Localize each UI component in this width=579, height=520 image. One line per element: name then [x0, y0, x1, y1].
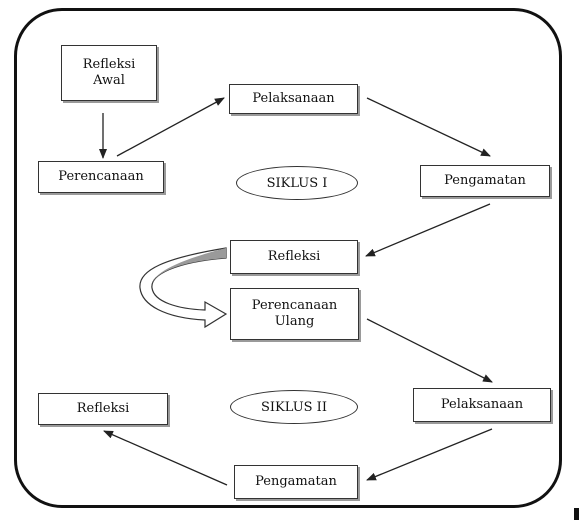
oval-siklus-2: SIKLUS II — [230, 390, 358, 424]
oval-siklus-1: SIKLUS I — [236, 166, 358, 200]
arrow-pelaksanaan-to-pengamatan — [366, 97, 491, 157]
node-pengamatan-2: Pengamatan — [234, 465, 358, 499]
node-pengamatan-1: Pengamatan — [420, 165, 550, 197]
arrow-perencanaan-to-pelaksanaan — [116, 97, 225, 157]
arrow-perencanaan-ulang-to-pelaksanaan — [366, 318, 493, 383]
node-perencanaan: Perencanaan — [38, 161, 164, 193]
arrow-pelaksanaan-to-pengamatan-2 — [366, 428, 493, 481]
arrow-pengamatan-to-refleksi — [365, 203, 491, 257]
cycle-curved-arrow — [139, 247, 228, 329]
node-perencanaan-ulang: Perencanaan Ulang — [230, 288, 359, 340]
node-pelaksanaan-1: Pelaksanaan — [229, 84, 358, 114]
node-refleksi-1: Refleksi — [230, 240, 358, 274]
corner-mark — [574, 508, 579, 520]
arrow-pengamatan-to-refleksi-2 — [103, 430, 228, 486]
cycle-curved-arrow-shade — [151, 248, 226, 288]
node-refleksi-2: Refleksi — [38, 393, 168, 425]
node-refleksi-awal: Refleksi Awal — [61, 45, 157, 101]
node-pelaksanaan-2: Pelaksanaan — [413, 388, 551, 422]
